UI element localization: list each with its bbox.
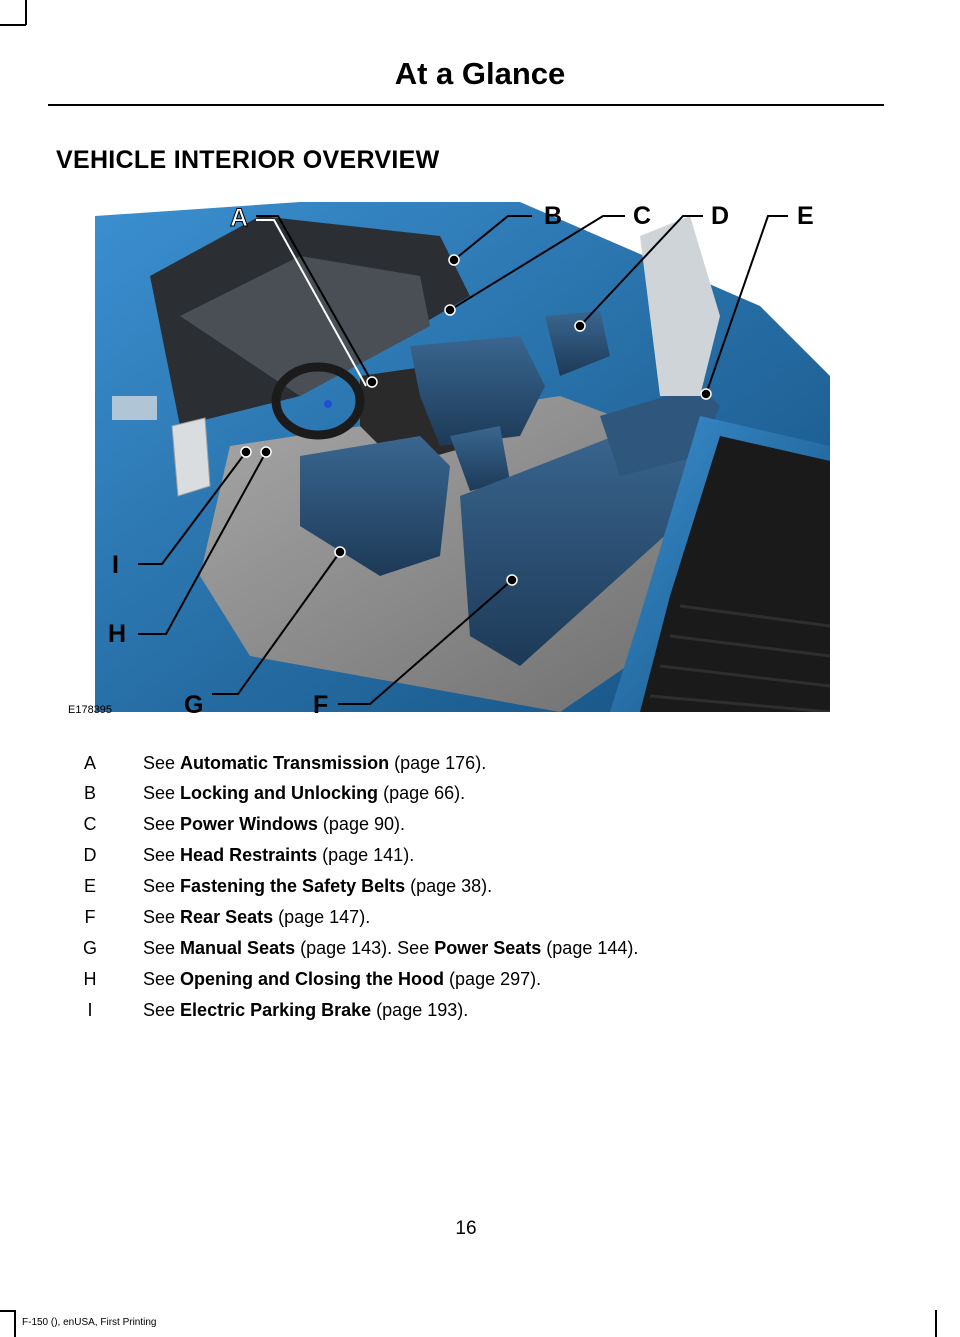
legend-topic-link[interactable]: Head Restraints [180,845,318,865]
legend-key: I [87,1000,93,1020]
rear-pillar [640,216,720,396]
legend-key: F [84,907,96,927]
rear-seat [460,426,720,666]
legend-topic-link[interactable]: Automatic Transmission [180,753,390,773]
legend-key: C [83,814,97,834]
legend-text: See Fastening the Safety Belts (page 38)… [143,876,493,896]
callout-g: G [184,691,203,716]
legend-topic-link[interactable]: Rear Seats [180,907,274,927]
legend-text: See Locking and Unlocking (page 66). [143,783,466,803]
legend-key: D [83,845,97,865]
legend-topic-link[interactable]: Manual Seats [180,938,296,958]
legend-key: B [83,783,96,803]
legend-key: A [83,753,96,773]
vehicle-illustration: A B C D E F G H I E178395 [68,202,830,716]
callout-f: F [313,691,328,716]
passenger-seat [410,336,545,446]
legend-topic-link[interactable]: Power Windows [180,814,318,834]
legend-text: See Automatic Transmission (page 176). [143,753,487,773]
crop-mark [25,0,27,25]
steering-wheel [271,362,365,440]
legend-key: H [83,969,97,989]
driver-seat [300,436,450,576]
legend-key: G [82,938,97,958]
legend-text: See Power Windows (page 90). [143,814,405,834]
side-mirror [171,417,211,497]
legend-key: E [83,876,96,896]
page-number: 16 [455,1218,477,1239]
vehicle-interior-figure: A B C D E F G H I E178395 [0,196,960,716]
header-rule [48,104,884,106]
legend-topic-link[interactable]: Opening and Closing the Hood [180,969,445,989]
callout-d: D [711,202,729,230]
callout-b: B [544,202,562,230]
legend-text: See Head Restraints (page 141). [143,845,415,865]
callout-h: H [108,620,126,648]
legend-text: See Electric Parking Brake (page 193). [143,1000,469,1020]
head-restraint [545,311,610,376]
legend-text: See Opening and Closing the Hood (page 2… [143,969,542,989]
section-title: VEHICLE INTERIOR OVERVIEW [56,146,440,174]
figure-id-label: E178395 [68,704,112,716]
crop-mark [935,1310,937,1337]
legend-topic-link[interactable]: Electric Parking Brake [180,1000,372,1020]
callout-c: C [633,202,651,230]
legend-text: See Manual Seats (page 143). See Power S… [143,938,639,958]
legend-topic-link[interactable]: Locking and Unlocking [180,783,379,803]
callout-a: A [230,204,248,232]
legend-topic-link[interactable]: Fastening the Safety Belts [180,876,406,896]
legend-topic-link-2[interactable]: Power Seats [434,938,542,958]
callout-i: I [112,551,119,579]
page-header-title: At a Glance [394,56,566,91]
crop-mark [14,1310,16,1337]
footer-text: F-150 (), enUSA, First Printing [22,1317,157,1328]
truck-bed [640,436,830,712]
crop-mark [0,24,26,26]
legend-text: See Rear Seats (page 147). [143,907,371,927]
callout-e: E [797,202,814,230]
crop-mark [0,1310,14,1312]
